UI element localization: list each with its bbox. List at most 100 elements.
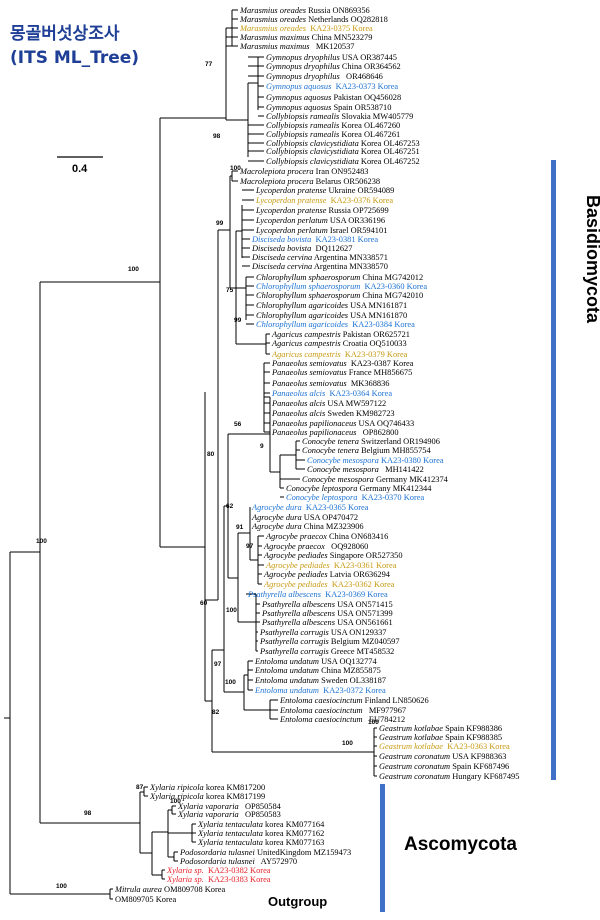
accession: EU784212 — [363, 715, 406, 724]
species-name: Chlorophyllum agaricoides — [256, 320, 348, 329]
tip-label: Marasmius oreades Netherlands OQ282818 — [239, 15, 388, 24]
accession: Belgium MH855754 — [359, 446, 431, 455]
species-name: Xylaria vaporaria — [177, 810, 239, 819]
tip-label: Psathyrella corrugis USA ON129337 — [259, 628, 386, 637]
tip-label: Entoloma undatum USA OQ132774 — [254, 657, 377, 666]
basidiomycota-label: Basidiomycota — [583, 195, 600, 324]
accession: Germany MK412344 — [357, 484, 432, 493]
accession: OM809705 Korea — [115, 895, 176, 904]
accession: Korea OL467261 — [339, 130, 400, 139]
accession: KA23-0362 Korea — [328, 580, 395, 589]
accession: OQ928060 — [325, 542, 369, 551]
tip-label: Xylaria tentaculata korea KM077162 — [197, 829, 324, 838]
species-name: Psathyrella albescens — [261, 600, 335, 609]
accession: Greece MT458532 — [329, 647, 395, 656]
species-name: Agrocybe dura — [251, 522, 302, 531]
tip-label: Conocybe tenera Belgium MH855754 — [302, 446, 431, 455]
species-name: Xylaria ripicola — [149, 792, 204, 801]
bootstrap-value: 56 — [234, 421, 242, 428]
tip-label: Chlorophyllum agaricoides USA MN161871 — [256, 301, 407, 310]
tip-label: Marasmius maximus MK120537 — [239, 42, 354, 51]
species-name: Collybiopsis ramealis — [266, 112, 339, 121]
species-name: Conocybe tenera — [302, 437, 359, 446]
tip-label: Marasmius maximus China MN523279 — [239, 33, 372, 42]
basidiomycota-bar — [551, 160, 556, 780]
accession: KA23-0361 Korea — [330, 561, 397, 570]
species-name: Panaeolus alcis — [271, 409, 325, 418]
species-name: Chlorophyllum sphaerosporum — [256, 282, 360, 291]
species-name: Xylaria sp. — [166, 875, 204, 884]
accession: USA OR387445 — [340, 53, 397, 62]
species-name: Lycoperdon perlatum — [255, 226, 328, 235]
bootstrap-value: 100 — [225, 679, 236, 686]
species-name: Podosordaria tulasnei — [179, 857, 256, 866]
tip-label: Geastrum coronatum Spain KF687496 — [379, 762, 509, 771]
tip-label: Macrolepiota procera Iran ON952483 — [239, 167, 368, 176]
species-name: Gymnopus dryophilus — [266, 72, 340, 81]
accession: Croatia OQ510033 — [341, 339, 407, 348]
tip-label: Psathyrella albescens USA ON571399 — [261, 609, 393, 618]
tip-label: Psathyrella albescens KA23-0369 Korea — [247, 590, 388, 599]
species-name: Entoloma caesiocinctum — [279, 706, 363, 715]
tip-label: Disciseda bovista KA23-0381 Korea — [251, 235, 378, 244]
accession: Singapore OR527350 — [328, 551, 403, 560]
tip-label: Agaricus campestris KA23-0379 Korea — [271, 350, 408, 359]
bootstrap-value: 100 — [36, 538, 47, 545]
tip-label: Entoloma undatum KA23-0372 Korea — [254, 686, 386, 695]
tip-label: Xylaria vaporaria OP850583 — [177, 810, 281, 819]
accession: KA23-0383 Korea — [204, 875, 271, 884]
tip-label: Podosordaria tulasnei AY572970 — [179, 857, 297, 866]
accession: Pakistan OQ456028 — [331, 93, 401, 102]
bootstrap-value: 80 — [207, 451, 215, 458]
tip-label: Chlorophyllum sphaerosporum China MG7420… — [256, 291, 423, 300]
bootstrap-value: 100 — [342, 740, 353, 747]
species-name: Xylaria ripicola — [149, 783, 204, 792]
species-name: Agrocybe praecox — [265, 532, 327, 541]
species-name: Agaricus campestris — [271, 350, 341, 359]
tip-label: Chlorophyllum agaricoides KA23-0384 Kore… — [256, 320, 415, 329]
bootstrap-value: 100 — [170, 798, 181, 805]
tip-label: Xylaria vaporaria OP850584 — [177, 802, 282, 811]
accession: Finland LN850626 — [363, 696, 429, 705]
accession: Argentina MN338571 — [312, 253, 388, 262]
accession: France MH856675 — [347, 368, 413, 377]
species-name: Gymnopus aquosus — [266, 103, 331, 112]
accession: China MZ323906 — [302, 522, 364, 531]
tip-label: Psathyrella albescens USA ON571415 — [261, 600, 393, 609]
species-name: Geastrum coronatum — [379, 772, 450, 781]
species-name: Conocybe mesospora — [307, 465, 379, 474]
tip-label: Gymnopus aquosus Pakistan OQ456028 — [266, 93, 401, 102]
species-name: Agrocybe dura — [251, 513, 302, 522]
accession: OP850584 — [239, 802, 282, 811]
accession: USA OQ746433 — [356, 419, 414, 428]
tip-label: Geastrum coronatum USA KF988363 — [379, 752, 506, 761]
accession: KA23-0375 Korea — [306, 24, 373, 33]
tip-label: Conocybe tenera Switzerland OR194906 — [302, 437, 440, 446]
accession: Spain KF687496 — [450, 762, 509, 771]
accession: Latvia OR636294 — [328, 570, 391, 579]
tip-label: Xylaria tentaculata korea KM077164 — [197, 820, 325, 829]
tip-label: Agaricus campestris Croatia OQ510033 — [271, 339, 407, 348]
species-name: Entoloma caesiocinctum — [279, 696, 363, 705]
species-name: Agrocybe pediades — [265, 561, 330, 570]
species-name: Lycoperdon pratense — [255, 206, 327, 215]
accession: korea KM817199 — [204, 792, 265, 801]
tip-label: Agaricus campestris Pakistan OR625721 — [271, 330, 410, 339]
ascomycota-label: Ascomycota — [404, 834, 517, 855]
accession: Argentina MN338570 — [312, 262, 388, 271]
accession: MK368836 — [347, 379, 390, 388]
accession: Russia OP725699 — [326, 206, 388, 215]
accession: USA MN161870 — [348, 311, 407, 320]
accession: OP850583 — [239, 810, 281, 819]
tip-label: Gymnopus aquosus KA23-0373 Korea — [266, 82, 398, 91]
species-name: Agrocybe pediades — [263, 551, 328, 560]
species-name: Entoloma undatum — [254, 676, 319, 685]
tip-label: Entoloma caesiocinctum MF977967 — [279, 706, 406, 715]
accession: AY572970 — [255, 857, 297, 866]
tip-label: Agrocybe dura USA OP470472 — [251, 513, 358, 522]
species-name: Agrocybe dura — [251, 503, 302, 512]
tip-label: Marasmius oreades KA23-0375 Korea — [239, 24, 373, 33]
species-name: Conocybe leptospora — [286, 493, 357, 502]
accession: Netherlands OQ282818 — [306, 15, 388, 24]
bootstrap-value: 91 — [236, 524, 244, 531]
